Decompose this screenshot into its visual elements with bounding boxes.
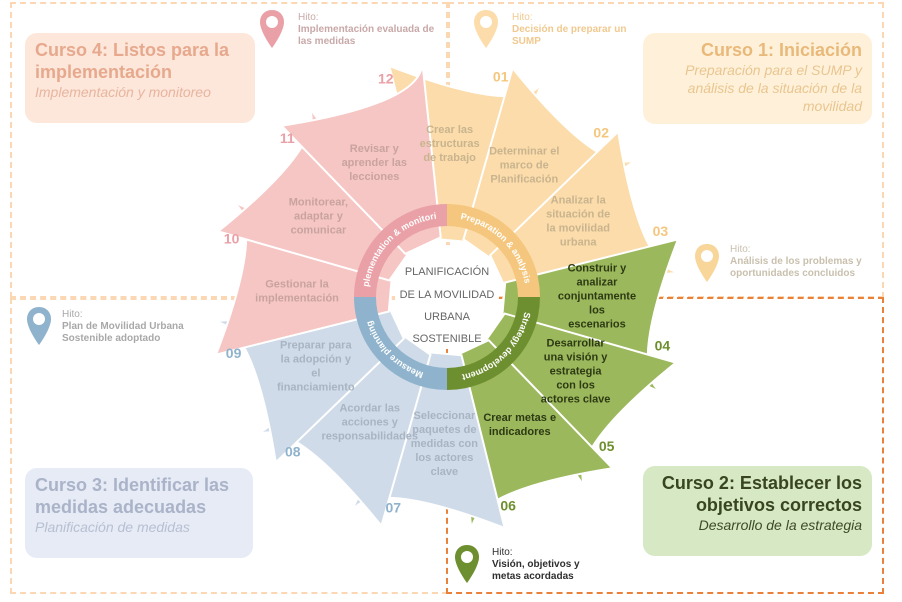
milestone-1-label: Hito:: [512, 12, 533, 23]
milestone-5-text: Implementación evaluada de las medidas: [298, 24, 435, 47]
milestone-4-pin-icon: [27, 307, 51, 345]
course-3-box: Curso 3: Identificar las medidas adecuad…: [25, 468, 253, 558]
course-4-box: Curso 4: Listos para la implementación I…: [25, 33, 255, 123]
step-08-number: 08: [285, 444, 301, 460]
milestone-3-pin-icon: [455, 545, 479, 583]
course-2-subtitle: Desarrollo de la estrategia: [698, 517, 862, 533]
phase-ring-bottom_left: [354, 297, 447, 390]
phase-ring-top_left: [354, 204, 447, 297]
center-line-4: SOSTENIBLE: [412, 333, 481, 345]
milestone-2: Hito: Análisis de los problemas y oportu…: [730, 244, 880, 280]
milestone-5-pin-icon: [260, 10, 284, 48]
step-11-number: 11: [280, 130, 295, 146]
step-01-number: 01: [493, 69, 509, 85]
step-03-number: 03: [653, 223, 669, 239]
step-09-number: 09: [226, 345, 242, 361]
milestone-2-text: Análisis de los problemas y oportunidade…: [730, 256, 862, 279]
phase-ring-bottom_right: [447, 297, 540, 390]
milestone-3-text: Visión, objetivos y metas acordadas: [492, 559, 580, 582]
milestone-3: Hito: Visión, objetivos y metas acordada…: [492, 547, 602, 583]
course-2-box: Curso 2: Establecer los objetivos correc…: [643, 466, 872, 556]
center-circle: [395, 245, 499, 349]
course-1-box: Curso 1: Iniciación Preparación para el …: [643, 33, 872, 124]
milestone-1-text: Decisión de preparar un SUMP: [512, 24, 627, 47]
course-3-subtitle: Planificación de medidas: [35, 519, 190, 535]
milestone-5: Hito: Implementación evaluada de las med…: [298, 12, 438, 48]
step-12-petal: [279, 60, 442, 256]
course-3-title: Curso 3: Identificar las medidas adecuad…: [35, 475, 230, 517]
milestone-3-label: Hito:: [492, 547, 513, 558]
center-line-3: URBANA: [424, 311, 471, 323]
step-04-number: 04: [655, 338, 671, 354]
milestone-2-label: Hito:: [730, 244, 751, 255]
step-02-number: 02: [593, 124, 609, 140]
phase-ring-top_right: [447, 204, 540, 297]
step-02-petal: [462, 66, 641, 263]
course-2-title: Curso 2: Establecer los objetivos correc…: [661, 473, 862, 515]
milestone-1: Hito: Decisión de preparar un SUMP: [512, 12, 642, 48]
course-1-title: Curso 1: Iniciación: [700, 40, 862, 60]
step-05-petal: [481, 312, 678, 491]
milestone-2-pin-icon: [695, 244, 719, 282]
step-06-number: 06: [500, 497, 516, 513]
milestone-4-label: Hito:: [62, 309, 83, 320]
course-1-subtitle: Preparación para el SUMP y análisis de l…: [685, 62, 862, 114]
milestone-4-text: Plan de Movilidad Urbana Sostenible adop…: [62, 321, 184, 344]
step-10-number: 10: [224, 230, 240, 246]
center-line-1: PLANIFICACIÓN: [405, 265, 489, 278]
step-08-petal: [253, 331, 432, 528]
step-11-petal: [216, 103, 413, 282]
milestone-5-label: Hito:: [298, 12, 319, 23]
course-4-title: Curso 4: Listos para la implementación: [35, 40, 230, 82]
step-12-number: 12: [378, 71, 394, 87]
step-07-number: 07: [386, 499, 402, 515]
course-4-subtitle: Implementación y monitoreo: [35, 84, 211, 100]
center-line-2: DE LA MOVILIDAD: [400, 289, 495, 301]
step-05-number: 05: [599, 438, 615, 454]
milestone-4: Hito: Plan de Movilidad Urbana Sostenibl…: [62, 309, 212, 345]
milestone-1-pin-icon: [474, 10, 498, 48]
